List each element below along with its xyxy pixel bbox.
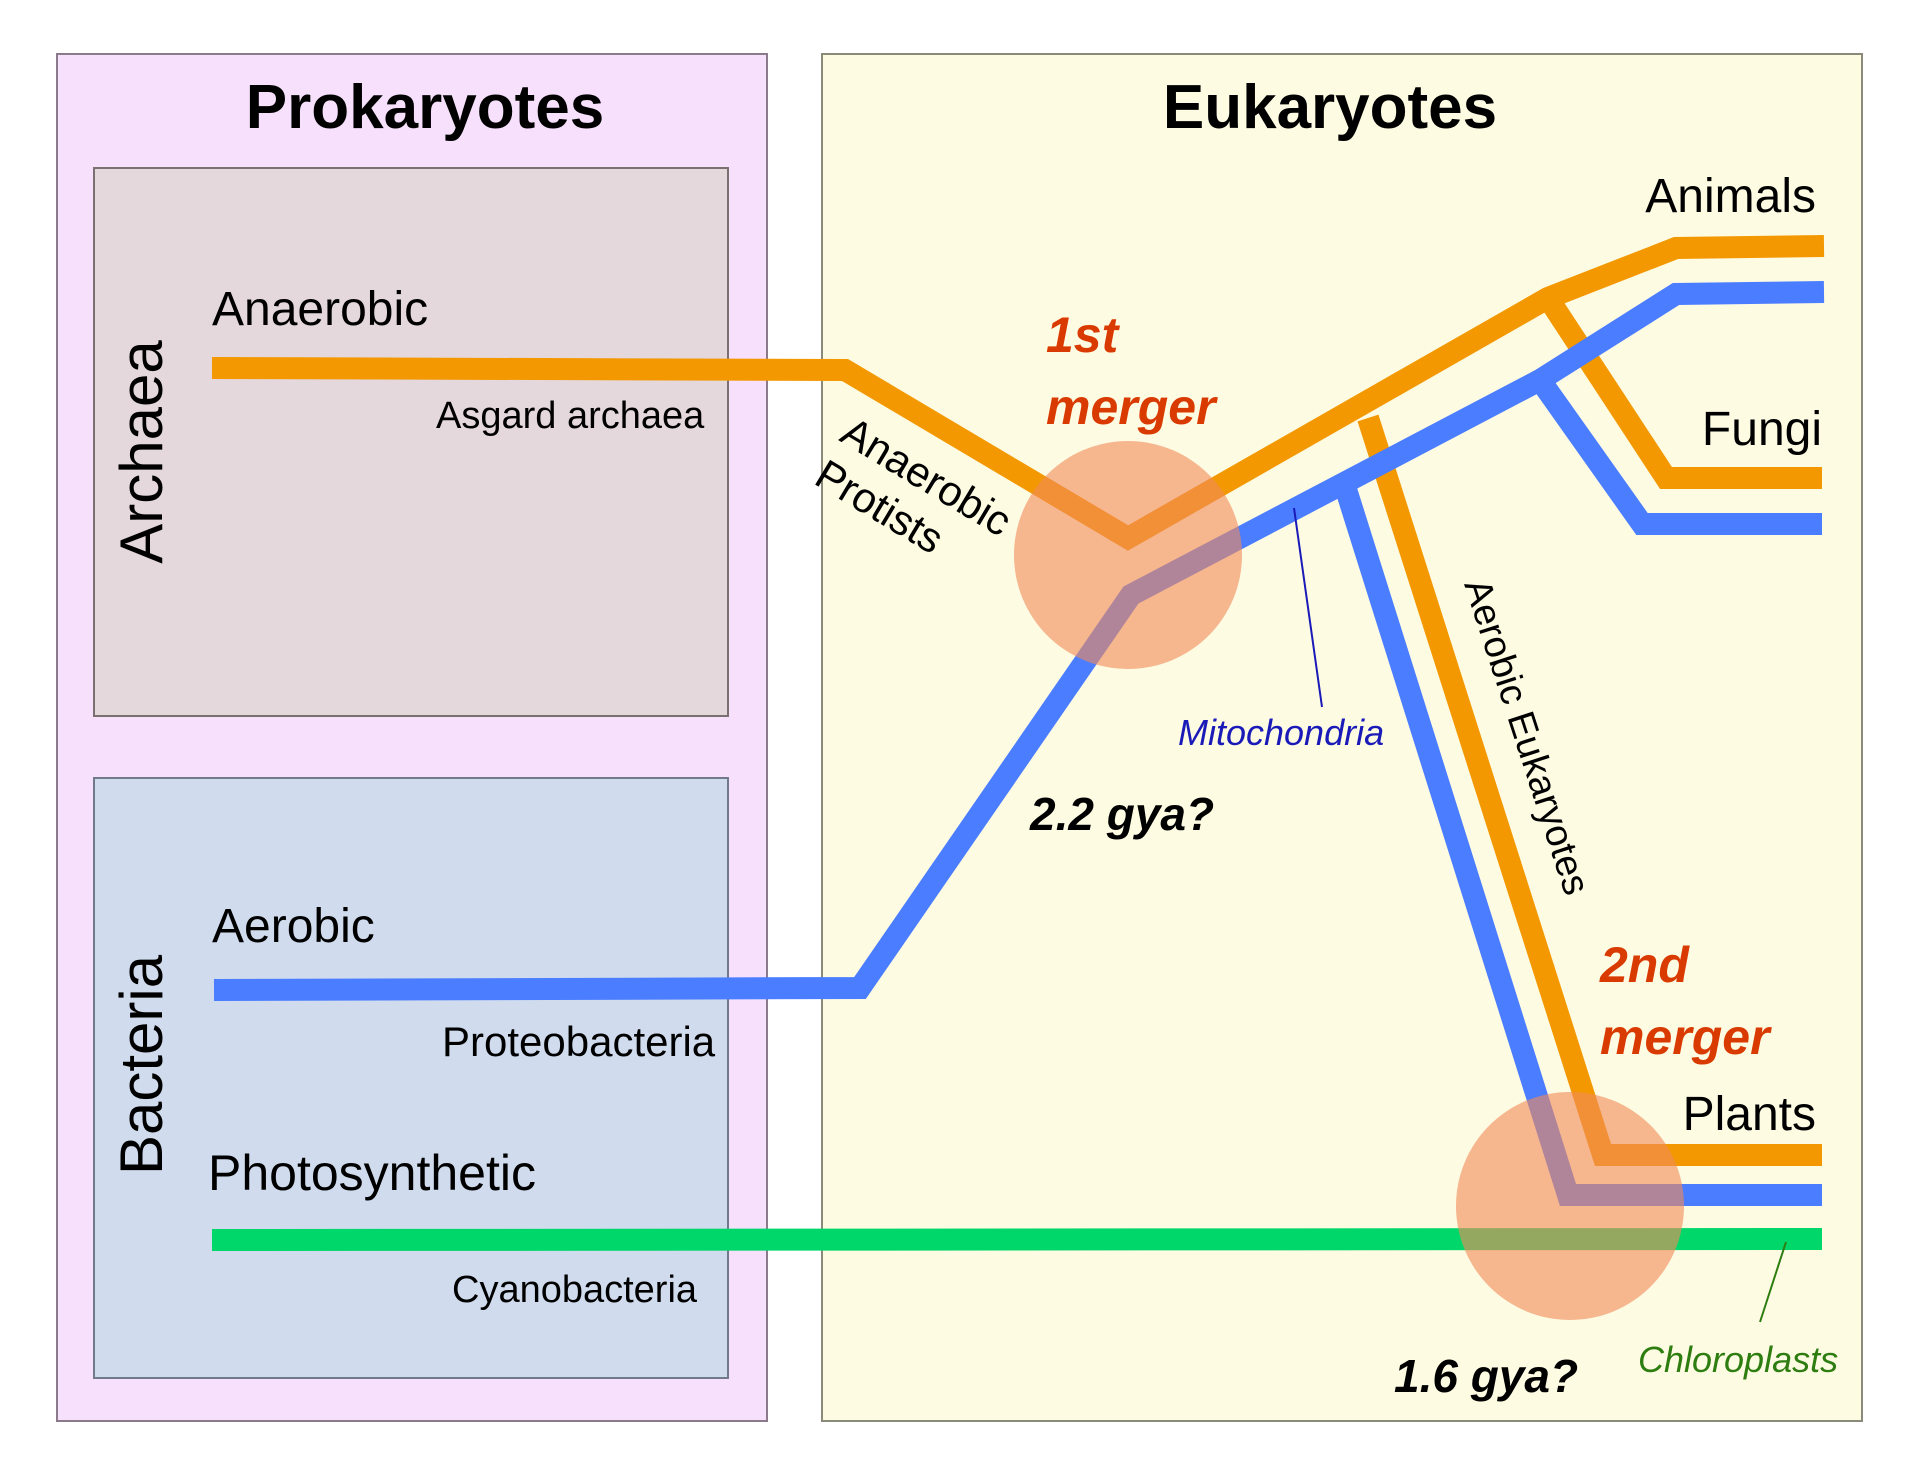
prokaryotes-title: Prokaryotes [246,73,604,142]
mitochondria-leader [1293,507,1323,708]
archaea-box [93,167,729,717]
plants-label: Plants [1683,1088,1816,1141]
animals-label: Animals [1645,170,1816,223]
first-merger-date: 2.2 gya? [1029,788,1214,840]
bacteria-fungi-branch [1531,373,1822,535]
proteobacteria-label: Proteobacteria [442,1018,716,1065]
fungi-label: Fungi [1702,403,1822,456]
chloroplasts-leader [1759,1241,1787,1323]
first-merger-line1: 1st [1046,307,1121,363]
second-merger-line2: merger [1600,1009,1772,1065]
asgard-archaea-label: Asgard archaea [436,395,705,437]
photosynthetic-label: Photosynthetic [208,1145,536,1201]
second-merger-date: 1.6 gya? [1394,1350,1578,1402]
bacteria-box [93,777,729,1379]
chloroplasts-label: Chloroplasts [1638,1339,1838,1380]
archaea-main-line [211,235,1825,551]
first-merger-circle [1014,441,1242,669]
second-merger-circle [1456,1092,1684,1320]
mitochondria-label: Mitochondria [1178,712,1384,753]
anaerobic-label: Anaerobic [212,283,428,336]
eukaryotes-title: Eukaryotes [1163,73,1497,142]
aerobic-label: Aerobic [212,900,375,953]
cyanobacteria-label: Cyanobacteria [452,1269,698,1311]
archaea-label: Archaea [108,340,175,564]
first-merger-line2: merger [1046,379,1218,435]
second-merger-line1: 2nd [1599,937,1690,993]
bacteria-label: Bacteria [108,954,175,1175]
